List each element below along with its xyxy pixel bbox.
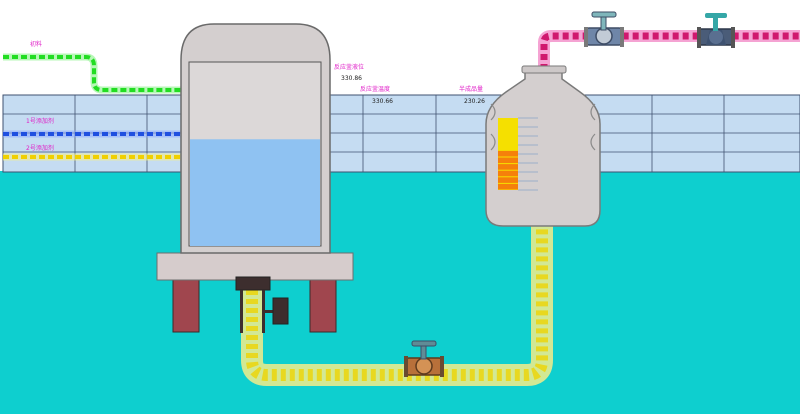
discharge-valve[interactable] — [235, 276, 289, 333]
gauge-segment — [498, 164, 518, 170]
reactor-leg-left — [172, 278, 200, 333]
reactor-base — [156, 252, 354, 281]
additive-1-label: 1号添加剂 — [26, 118, 54, 125]
additive-2-label: 2号添加剂 — [26, 145, 54, 152]
gauge-segment — [498, 177, 518, 183]
reactor-leg-right — [309, 278, 337, 333]
initial-material-pipe — [3, 53, 183, 94]
valve-icon[interactable] — [404, 340, 444, 377]
reactor-temperature-label: 反应釜温度 — [360, 86, 391, 93]
reactor-level-value: 330.86 — [341, 75, 362, 82]
feed-pipe — [538, 30, 800, 70]
initial-material-label: 初料 — [30, 41, 43, 48]
reactor-liquid — [190, 139, 320, 246]
valve-icon[interactable] — [697, 13, 735, 48]
gauge-segment — [498, 150, 518, 157]
outlet-pipe — [241, 226, 553, 386]
semi-product-gauge — [498, 117, 538, 191]
gauge-segment — [498, 170, 518, 177]
reactor-temperature-value: 330.66 — [372, 98, 393, 105]
semi-product-value: 230.26 — [464, 98, 485, 105]
gauge-segment — [498, 183, 518, 190]
valve-icon[interactable] — [584, 11, 624, 47]
reactor-level-label: 反应釜液位 — [334, 64, 365, 71]
semi-product-label: 半成品量 — [459, 86, 484, 93]
gauge-segment — [498, 157, 518, 164]
